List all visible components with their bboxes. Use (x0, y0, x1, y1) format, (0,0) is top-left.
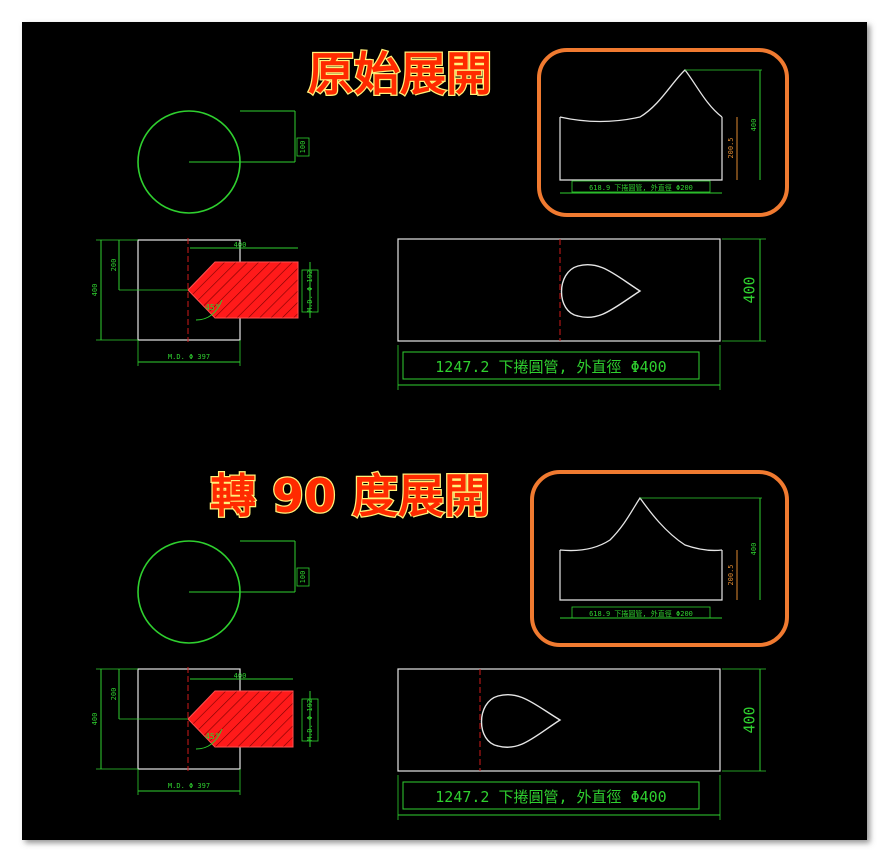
branch-dim: M.D. Φ 192 (306, 699, 314, 741)
section-rotated: 轉 90 度展開 100 45° 400 400 200 (91, 468, 789, 820)
side-width-dim: 400 (234, 672, 247, 680)
section-title: 轉 90 度展開 (210, 469, 490, 523)
small-length-label: 618.9 下捲圓管, 外直徑 Φ200 (589, 609, 693, 618)
small-height-label: 400 (750, 119, 758, 132)
small-development: 400 200.5 618.9 下捲圓管, 外直徑 Φ200 (537, 48, 789, 217)
small-sub-label: 200.5 (727, 137, 735, 158)
angle-label: 45° (205, 303, 219, 312)
side-view: 45° 400 400 200 M.D. Φ 192 M.D. Φ 397 (91, 238, 319, 366)
main-height-label: 400 (741, 706, 759, 733)
circle-dim-label: 100 (299, 141, 307, 154)
cutout-shape (480, 694, 562, 748)
branch-dim: M.D. Φ 192 (306, 270, 314, 312)
canvas-background (22, 22, 867, 840)
side-view: 45° 400 400 200 M.D. Φ 192 M.D. Φ 397 (91, 667, 319, 795)
main-length-label: 1247.2 下捲圓管, 外直徑 Φ400 (435, 358, 666, 376)
small-height-label: 400 (750, 543, 758, 556)
side-height-dim: 400 (91, 713, 99, 726)
section-title: 原始展開 (308, 47, 492, 101)
side-half-dim: 200 (110, 259, 118, 272)
top-view: 100 (137, 540, 310, 644)
angle-label: 45° (205, 732, 219, 741)
main-development: 400 1247.2 下捲圓管, 外直徑 Φ400 (397, 238, 766, 390)
side-half-dim: 200 (110, 688, 118, 701)
main-height-label: 400 (741, 276, 759, 303)
main-length-label: 1247.2 下捲圓管, 外直徑 Φ400 (435, 788, 666, 806)
side-width-dim: 400 (234, 241, 247, 249)
bottom-dim: M.D. Φ 397 (168, 782, 210, 790)
highlight-frame (530, 470, 789, 647)
small-length-label: 618.9 下捲圓管, 外直徑 Φ200 (589, 183, 693, 192)
circle-dim-label: 100 (299, 571, 307, 584)
side-height-dim: 400 (91, 284, 99, 297)
section-original: 原始展開 100 45° 400 400 200 (91, 46, 789, 390)
small-sub-label: 200.5 (727, 564, 735, 585)
main-development: 400 1247.2 下捲圓管, 外直徑 Φ400 (397, 668, 766, 820)
branch-hatch (187, 690, 294, 748)
top-view: 100 (137, 110, 310, 214)
highlight-frame (537, 48, 789, 217)
cutout-shape (560, 264, 642, 318)
small-development: 400 200.5 618.9 下捲圓管, 外直徑 Φ200 (530, 470, 789, 647)
bottom-dim: M.D. Φ 397 (168, 353, 210, 361)
branch-hatch (187, 261, 299, 319)
